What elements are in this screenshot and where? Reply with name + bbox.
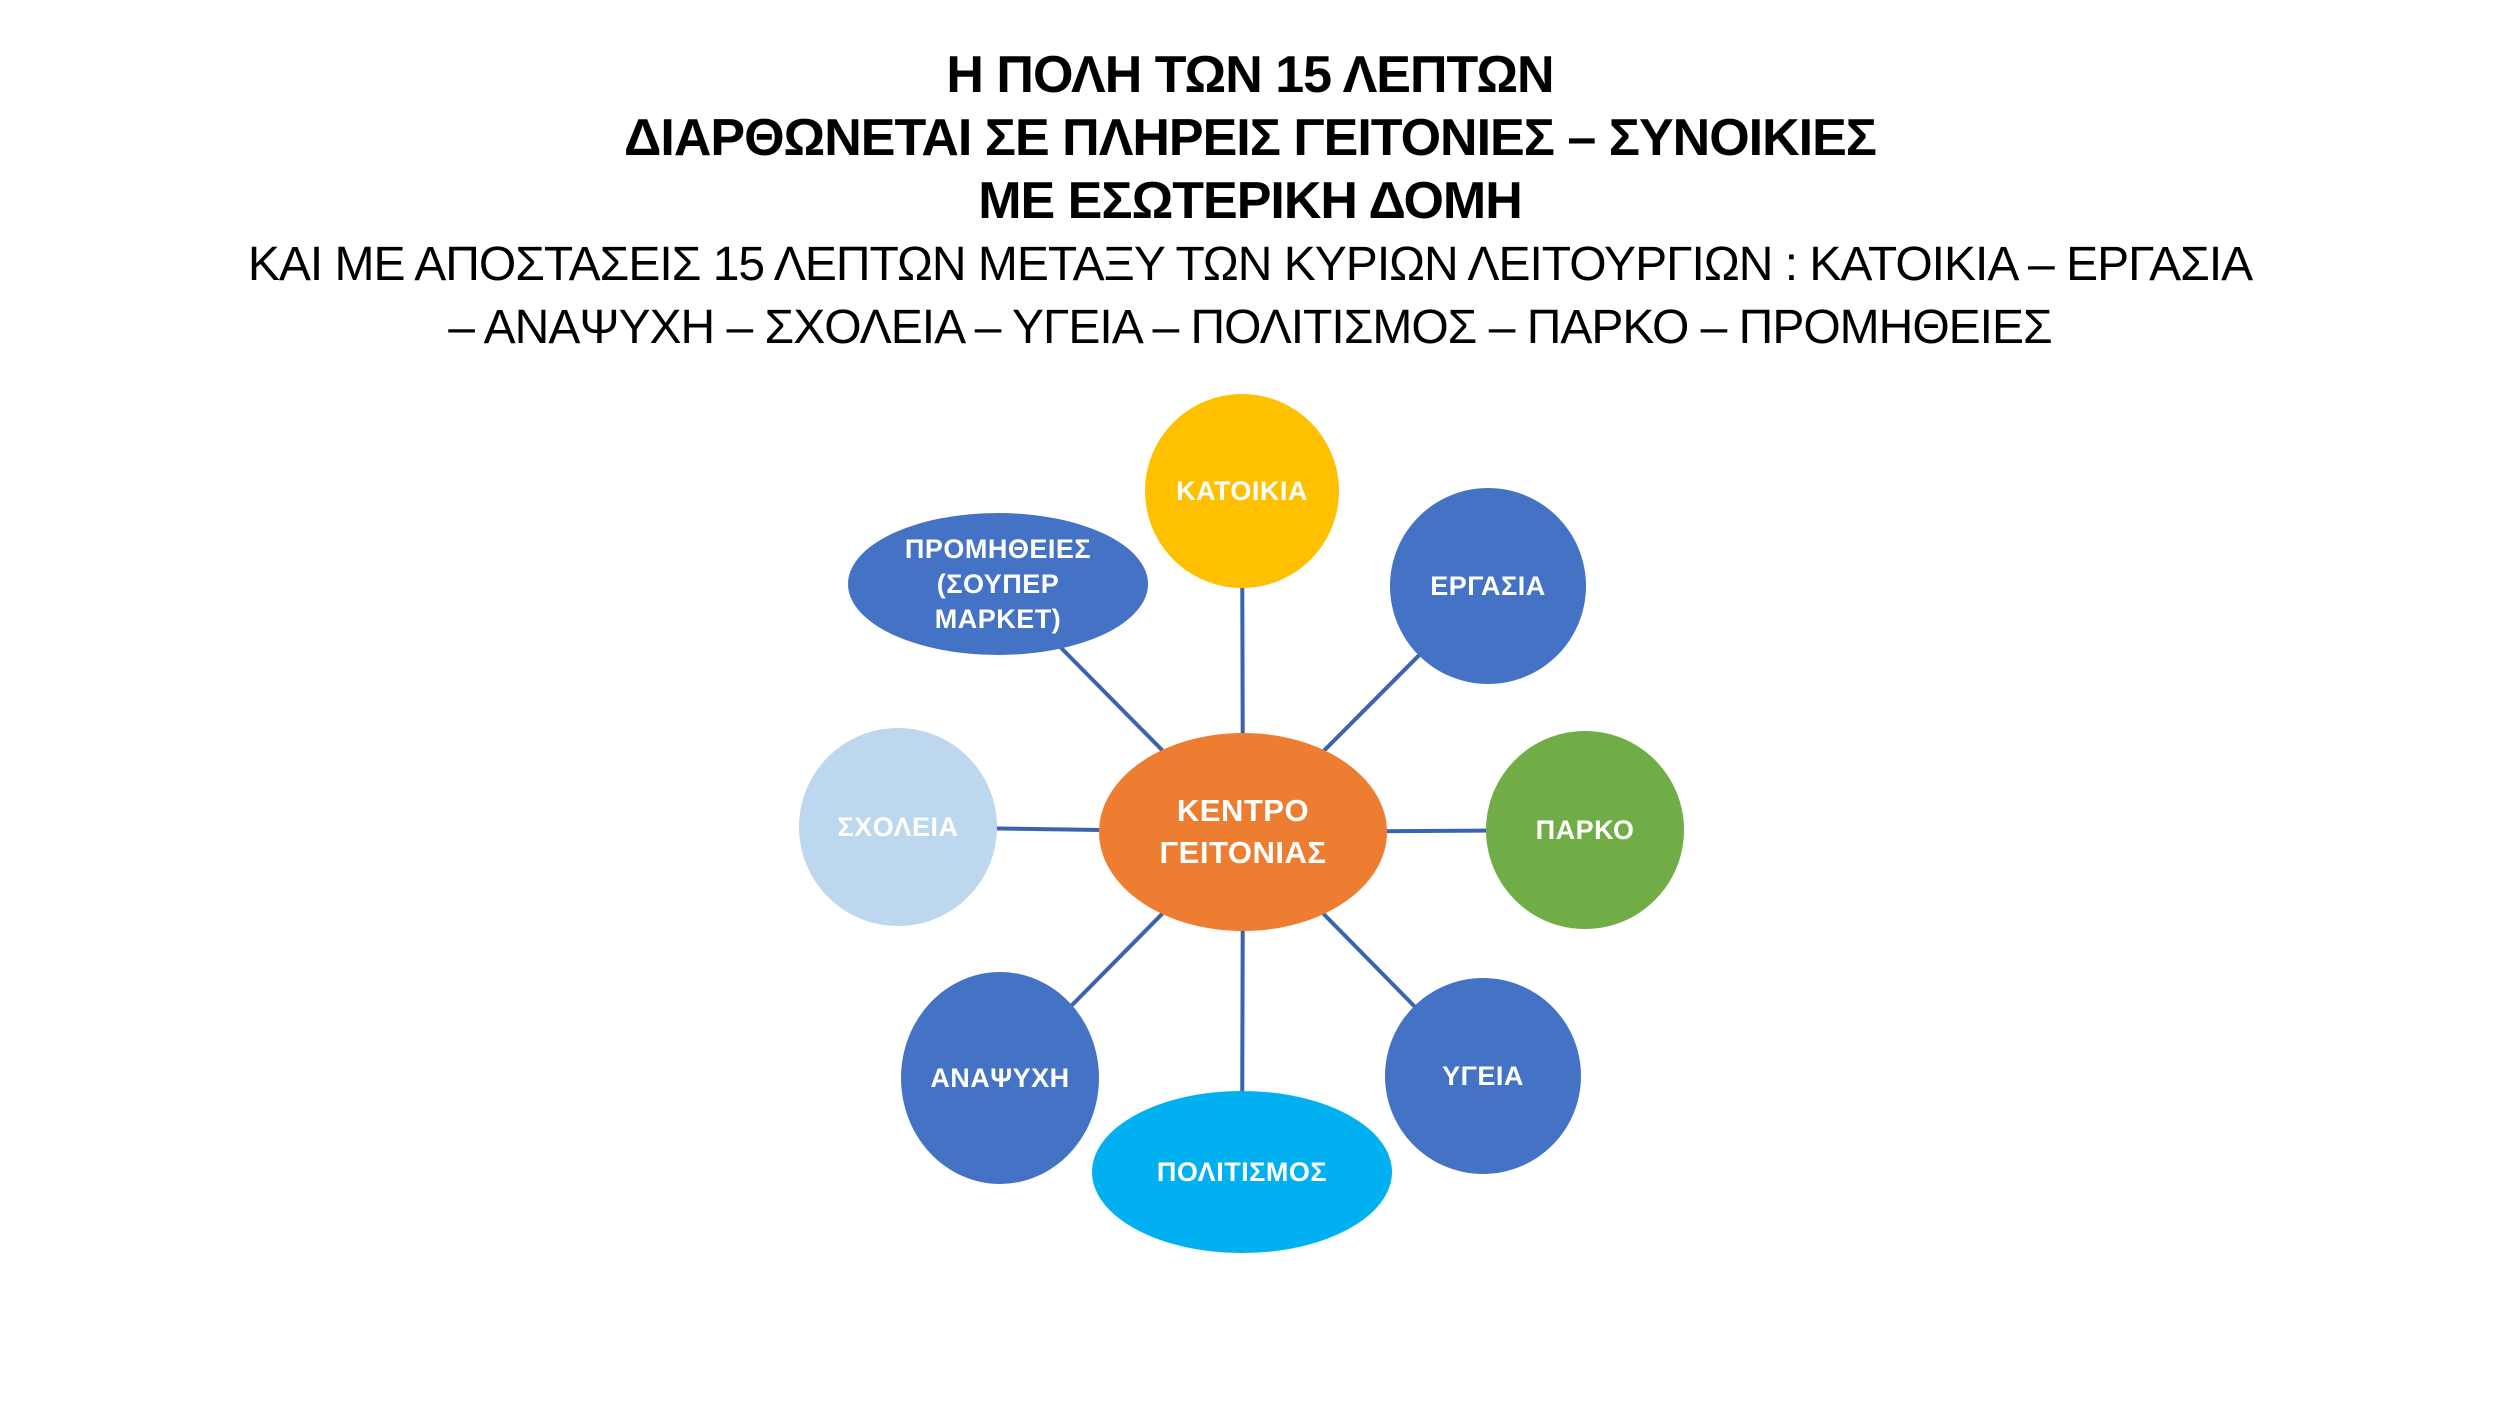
node-katoikia-label: ΚΑΤΟΙΚΙΑ	[1176, 475, 1308, 506]
node-politismos: ΠΟΛΙΤΙΣΜΟΣ	[1092, 1091, 1392, 1253]
node-politismos-label: ΠΟΛΙΤΙΣΜΟΣ	[1156, 1156, 1328, 1187]
node-sxoleia-label: ΣΧΟΛΕΙΑ	[837, 811, 959, 842]
node-ygeia-label: ΥΓΕΙΑ	[1442, 1060, 1524, 1091]
node-promitheies-label: ΠΡΟΜΗΘΕΙΕΣ (ΣΟΥΠΕΡ ΜΑΡΚΕΤ)	[904, 533, 1092, 634]
node-center-label: ΚΕΝΤΡΟ ΓΕΙΤΟΝΙΑΣ	[1159, 793, 1327, 870]
title-line-1: Η ΠΟΛΗ ΤΩΝ 15 ΛΕΠΤΩΝ	[946, 46, 1554, 104]
title-line-3: ΜΕ ΕΣΩΤΕΡΙΚΗ ΔΟΜΗ	[978, 172, 1523, 230]
node-ergasia: ΕΡΓΑΣΙΑ	[1390, 488, 1586, 684]
node-ygeia: ΥΓΕΙΑ	[1385, 978, 1581, 1174]
node-katoikia: ΚΑΤΟΙΚΙΑ	[1145, 394, 1339, 588]
node-anapsyxi: ΑΝΑΨΥΧΗ	[901, 972, 1099, 1184]
node-sxoleia: ΣΧΟΛΕΙΑ	[799, 728, 997, 926]
node-ergasia-label: ΕΡΓΑΣΙΑ	[1430, 570, 1546, 601]
node-parko-label: ΠΑΡΚΟ	[1535, 814, 1635, 845]
node-promitheies: ΠΡΟΜΗΘΕΙΕΣ (ΣΟΥΠΕΡ ΜΑΡΚΕΤ)	[848, 513, 1148, 655]
node-center-neighborhood: ΚΕΝΤΡΟ ΓΕΙΤΟΝΙΑΣ	[1099, 733, 1387, 931]
slide-title-block: Η ΠΟΛΗ ΤΩΝ 15 ΛΕΠΤΩΝ ΔΙΑΡΘΩΝΕΤΑΙ ΣΕ ΠΛΗΡ…	[0, 44, 2500, 359]
title-line-2: ΔΙΑΡΘΩΝΕΤΑΙ ΣΕ ΠΛΗΡΕΙΣ ΓΕΙΤΟΝΙΕΣ – ΣΥΝΟΙ…	[624, 109, 1877, 167]
node-anapsyxi-label: ΑΝΑΨΥΧΗ	[930, 1062, 1070, 1093]
title-line-4: ΚΑΙ ΜΕ ΑΠΟΣΤΑΣΕΙΣ 15 ΛΕΠΤΩΝ ΜΕΤΑΞΥ ΤΩΝ Κ…	[247, 238, 2253, 291]
title-line-5: – ΑΝΑΨΥΧΗ – ΣΧΟΛΕΙΑ – ΥΓΕΙΑ – ΠΟΛΙΤΙΣΜΟΣ…	[448, 301, 2052, 354]
node-parko: ΠΑΡΚΟ	[1486, 731, 1684, 929]
